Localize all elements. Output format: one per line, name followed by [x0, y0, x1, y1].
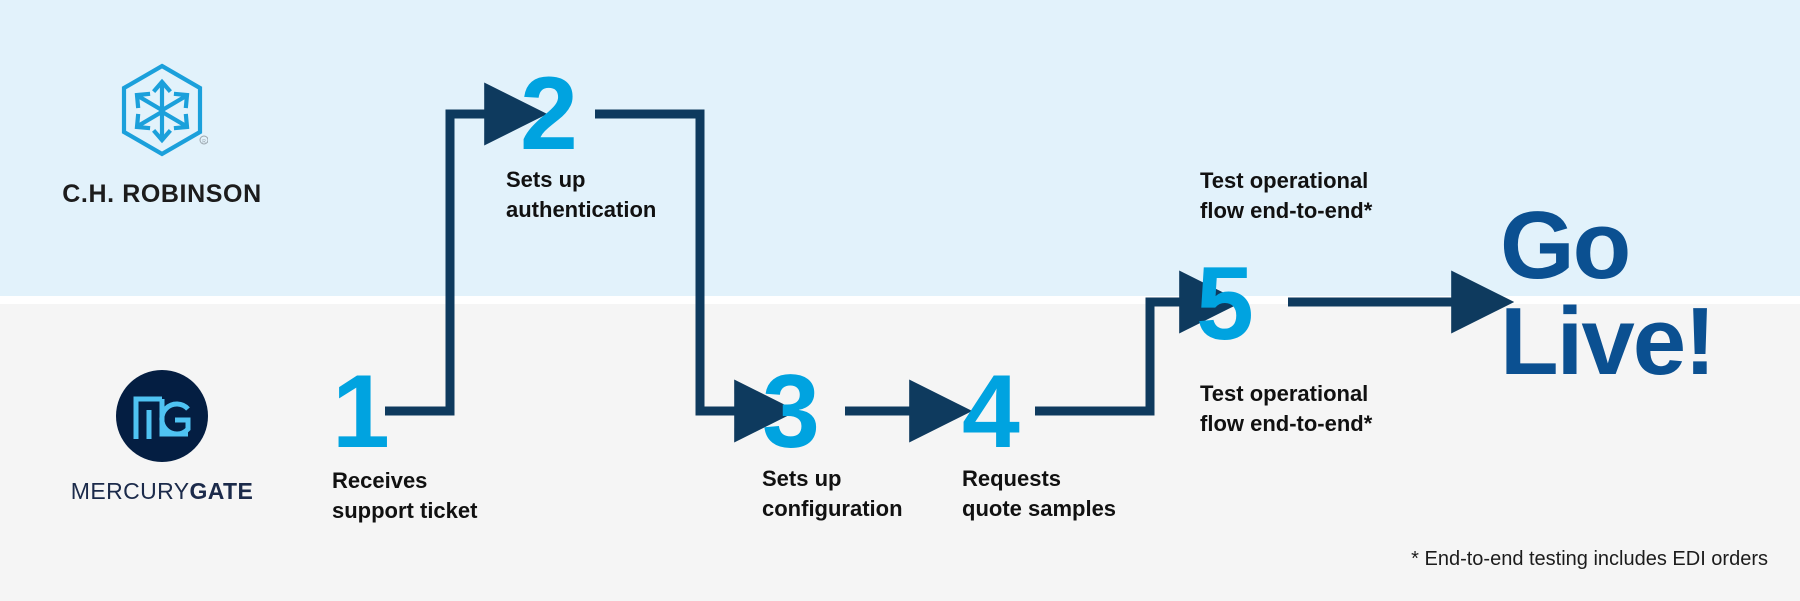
- mg-monogram-icon: [133, 396, 191, 439]
- step-4-number: 4: [962, 354, 1020, 470]
- chrobinson-wordmark: C.H. ROBINSON: [62, 180, 262, 208]
- mercurygate-wordmark-light: MERCURY: [70, 478, 190, 504]
- mercurygate-logo-circle: [116, 370, 208, 462]
- lane-band-chrobinson: [0, 0, 1800, 296]
- footnote-text: * End-to-end testing includes EDI orders: [1411, 548, 1768, 570]
- step-3-caption: Sets up configuration: [762, 466, 903, 521]
- lane-band-mercurygate: [0, 304, 1800, 601]
- go-live-outcome: Go Live!: [1500, 192, 1716, 395]
- mercurygate-logo: MERCURYGATE: [32, 370, 292, 505]
- step-5-number: 5: [1196, 246, 1254, 362]
- hexagon-arrows-icon: R: [121, 63, 208, 157]
- step-1-caption: Receives support ticket: [332, 468, 478, 523]
- step-2-caption: Sets up authentication: [506, 167, 657, 222]
- mercurygate-wordmark: MERCURYGATE: [32, 478, 292, 505]
- step-4-caption: Requests quote samples: [962, 466, 1117, 521]
- step-3-number: 3: [762, 354, 820, 470]
- step-5-caption-below: Test operational flow end-to-end*: [1200, 381, 1373, 436]
- chrobinson-logo: R C.H. ROBINSON: [32, 62, 292, 209]
- mercurygate-wordmark-bold: GATE: [189, 478, 254, 504]
- step-2-number: 2: [520, 56, 578, 172]
- svg-text:R: R: [202, 139, 206, 145]
- step-5-caption-above: Test operational flow end-to-end*: [1200, 168, 1373, 223]
- step-1-number: 1: [332, 354, 390, 470]
